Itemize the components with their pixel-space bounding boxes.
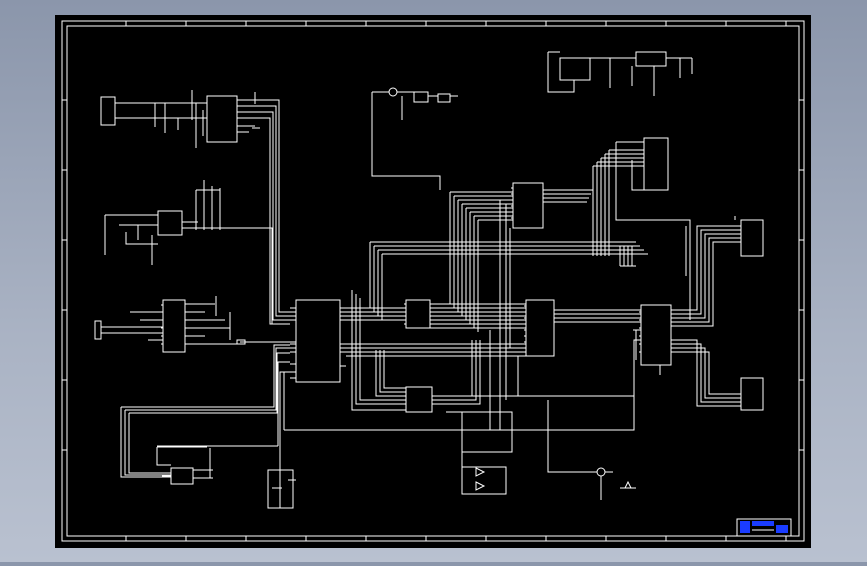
- logic-gates-bottom: [461, 466, 507, 495]
- ic-serial-driver: [162, 299, 186, 353]
- transistor-bottom: [547, 400, 636, 500]
- ic-main-mcu: [290, 299, 346, 383]
- pin-ticks: [161, 187, 641, 353]
- title-block: [736, 518, 792, 537]
- connector-serial: [94, 320, 102, 340]
- ic-mid-left: [157, 210, 183, 236]
- ic-top-left: [206, 95, 238, 143]
- sheet-frame: [61, 20, 805, 542]
- regulator-block: [547, 51, 693, 96]
- transistor-top: [371, 87, 458, 190]
- ic-center-latch: [405, 299, 431, 329]
- logo-icon: [740, 521, 750, 533]
- connector-upper-right: [643, 137, 669, 191]
- connector-left-power: [100, 96, 116, 126]
- ic-right-driver: [640, 304, 672, 366]
- drawing-canvas: [55, 15, 811, 548]
